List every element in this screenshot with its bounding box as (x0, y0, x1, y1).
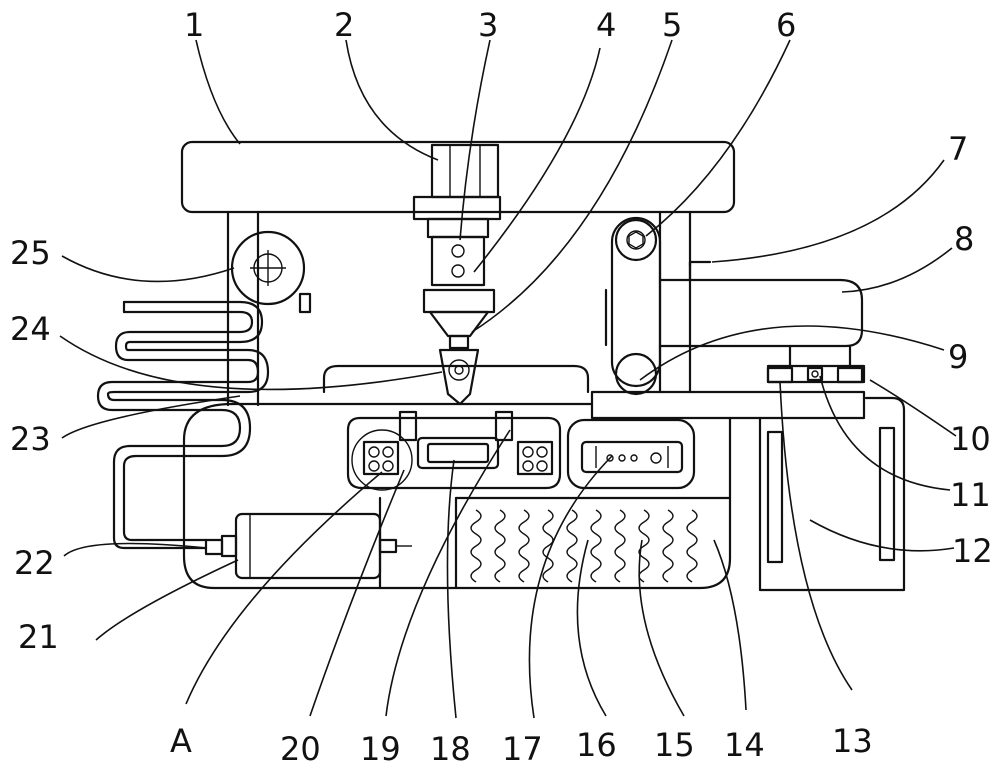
leader-lines (59, 39, 957, 719)
callout-11: 11 (950, 476, 991, 514)
callout-4: 4 (596, 6, 616, 44)
callout-17: 17 (502, 730, 543, 768)
callout-labels: 1 2 3 4 5 6 7 8 9 10 11 12 13 14 15 16 1… (10, 6, 993, 768)
callout-5: 5 (662, 6, 682, 44)
collection-box (758, 396, 906, 592)
callout-13: 13 (832, 722, 873, 760)
callout-16: 16 (576, 726, 617, 764)
work-table (230, 364, 866, 420)
spring-bank (470, 509, 698, 583)
side-arm (658, 260, 864, 368)
callout-15: 15 (654, 726, 695, 764)
callout-25: 25 (10, 234, 51, 272)
main-housing (182, 402, 732, 590)
callout-10: 10 (950, 420, 991, 458)
spindle-assembly (412, 143, 502, 406)
callout-6: 6 (776, 6, 796, 44)
belt-pulley (604, 216, 662, 396)
callout-19: 19 (360, 730, 401, 768)
callout-20: 20 (280, 730, 321, 768)
callout-14: 14 (724, 726, 765, 764)
callout-18: 18 (430, 730, 471, 768)
inner-chamber (346, 410, 562, 491)
cooling-coil (96, 300, 270, 550)
callout-1: 1 (184, 6, 204, 44)
callout-24: 24 (10, 310, 51, 348)
slider-clamp (766, 364, 866, 384)
control-box (566, 418, 696, 490)
callout-22: 22 (14, 544, 55, 582)
pressure-gauge (230, 230, 312, 314)
callout-8: 8 (954, 220, 974, 258)
callout-A: A (170, 722, 192, 760)
callout-23: 23 (10, 420, 51, 458)
callout-21: 21 (18, 618, 59, 656)
callout-12: 12 (952, 532, 993, 570)
callout-9: 9 (948, 338, 968, 376)
callout-3: 3 (478, 6, 498, 44)
callout-7: 7 (948, 130, 968, 168)
callout-2: 2 (334, 6, 354, 44)
